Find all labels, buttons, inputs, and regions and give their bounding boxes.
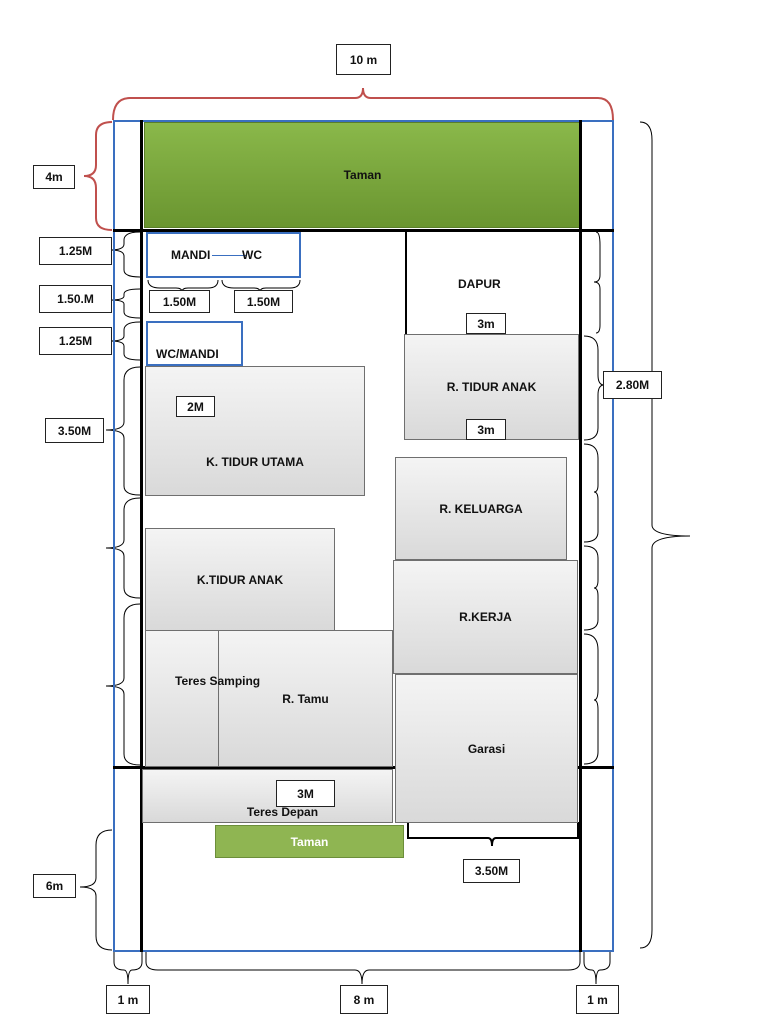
garden-top: Taman	[144, 122, 581, 228]
room-tidur-anak-left: K.TIDUR ANAK	[145, 528, 335, 631]
brace-right-overall	[639, 121, 691, 949]
brace-bottom-right	[583, 952, 611, 985]
room-tamu-label: R. Tamu	[282, 691, 329, 706]
room-garasi: Garasi	[395, 674, 578, 823]
room-kerja: R.KERJA	[393, 560, 578, 674]
dim-wc-150: 1.50M	[234, 290, 293, 313]
mandi-label: MANDI	[171, 248, 211, 262]
dim-tamu-3m: 3M	[276, 780, 335, 807]
dim-wcmandi-2m: 2M	[176, 396, 215, 417]
room-tidur-anak-left-label: K.TIDUR ANAK	[196, 572, 284, 587]
dim-overall-width: 10 m	[336, 44, 391, 75]
dim-left-4m: 4m	[33, 165, 75, 189]
wc-label: WC	[242, 248, 262, 262]
dim-left-150: 1.50.M	[39, 285, 112, 313]
garden-bottom-label: Taman	[290, 834, 329, 849]
wall-right	[579, 120, 582, 952]
wc-mandi-label: WC/MANDI	[156, 347, 219, 361]
room-tidur-anak-right-label: R. TIDUR ANAK	[446, 380, 537, 394]
brace-right-top	[593, 231, 601, 334]
dim-garasi-350: 3.50M	[463, 859, 520, 883]
dapur-label: DAPUR	[458, 277, 501, 291]
dim-bottom-mid-8m: 8 m	[340, 985, 388, 1014]
dim-tidur-anak-3m: 3m	[466, 419, 506, 440]
dim-dapur-3m: 3m	[466, 313, 506, 334]
brace-bottom-mid	[145, 952, 581, 985]
brace-right-garasi	[583, 633, 599, 765]
dim-right-280: 2.80M	[603, 371, 662, 399]
wall-garden-line	[113, 229, 614, 232]
dim-left-350: 3.50M	[45, 418, 104, 443]
room-tidur-utama-label: K. TIDUR UTAMA	[206, 455, 304, 469]
teres-samping-label: Teres Samping	[175, 674, 261, 688]
room-kerja-label: R.KERJA	[459, 610, 512, 624]
brace-bottom-left	[113, 952, 143, 985]
room-keluarga-label: R. KELUARGA	[439, 501, 523, 516]
brace-garasi	[407, 822, 579, 847]
wc-mandi-room	[146, 321, 243, 366]
dim-bottom-left-1m: 1 m	[106, 985, 150, 1014]
room-teres-depan-label: Teres Depan	[246, 805, 319, 819]
room-keluarga: R. KELUARGA	[395, 457, 567, 560]
brace-left-ktidur-anak	[105, 497, 141, 599]
wall-left	[140, 120, 143, 952]
brace-right-kerja	[583, 545, 599, 631]
brace-left-teres	[105, 603, 141, 766]
dim-mandi-150: 1.50M	[149, 290, 210, 313]
room-tamu: R. Tamu	[218, 630, 393, 767]
mandi-wc-divider	[212, 255, 246, 256]
brace-left-6m	[79, 829, 113, 951]
garden-top-label: Taman	[343, 168, 382, 182]
garden-bottom: Taman	[215, 825, 404, 858]
room-teres-samping	[145, 630, 220, 767]
room-garasi-label: Garasi	[467, 741, 506, 756]
overall-width-brace	[112, 87, 614, 121]
dim-left-125a: 1.25M	[39, 237, 112, 265]
dim-bottom-right-1m: 1 m	[576, 985, 619, 1014]
brace-right-keluarga	[583, 443, 599, 543]
dim-left-125b: 1.25M	[39, 327, 112, 355]
room-teres-depan: Teres Depan	[142, 769, 393, 823]
plot-boundary	[113, 120, 614, 952]
brace-left-350	[105, 366, 141, 496]
garden-depth-brace	[83, 121, 113, 231]
wall-front-line	[113, 766, 614, 769]
room-tidur-utama: K. TIDUR UTAMA	[145, 366, 365, 496]
dim-left-6m: 6m	[33, 874, 76, 898]
wall-dapur-left	[405, 231, 407, 335]
